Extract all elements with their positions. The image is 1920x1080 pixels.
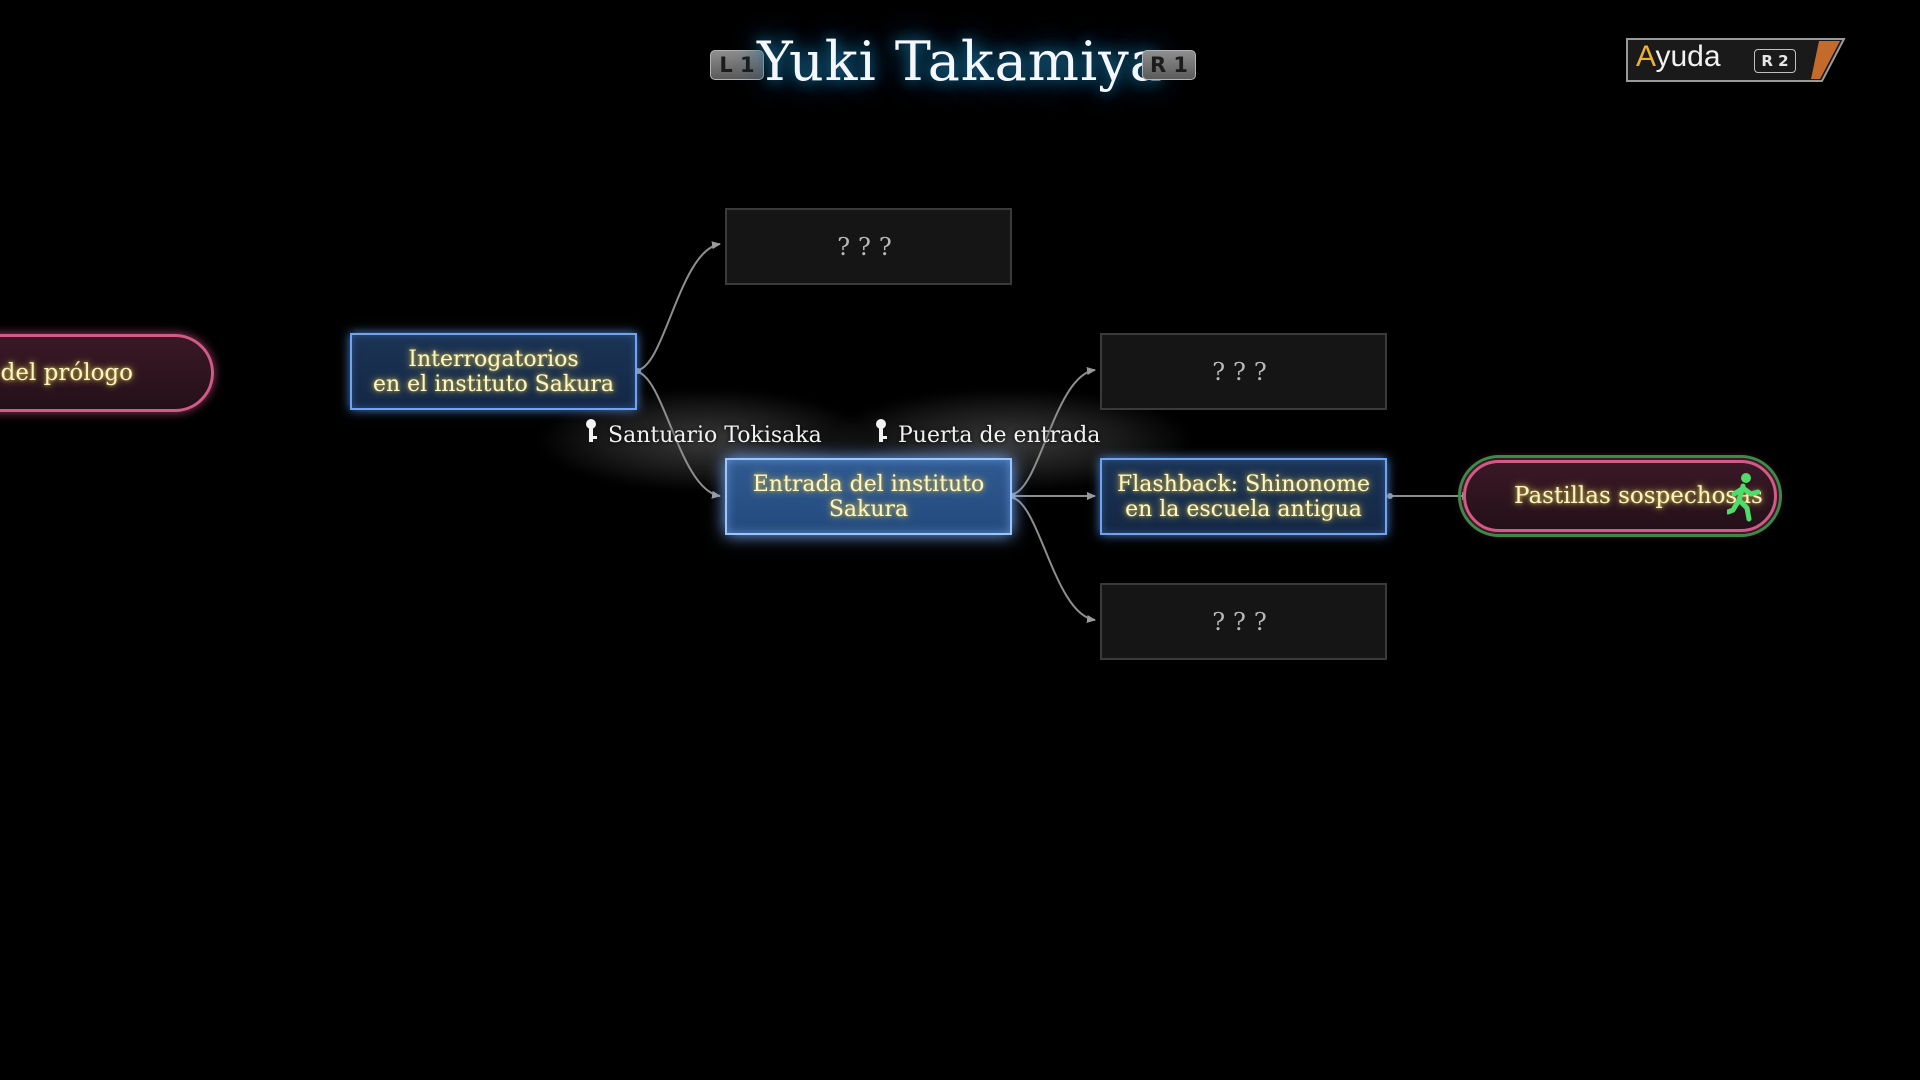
- running-figure-icon: [1727, 473, 1761, 522]
- help-button[interactable]: Ayuda R 2: [1626, 38, 1846, 82]
- edge-entrada-to-locked-bottom: [1012, 497, 1096, 623]
- scene-node-flashback[interactable]: Flashback: Shinonome en la escuela antig…: [1100, 458, 1387, 535]
- key-pin-icon: [876, 419, 887, 442]
- locked-scene-node-bottom[interactable]: ???: [1100, 583, 1387, 660]
- locked-node-label: ???: [837, 232, 900, 261]
- chapter-node-prologue-end[interactable]: n del prólogo: [0, 334, 214, 412]
- scene-node-label: Entrada del instituto Sakura: [752, 471, 985, 522]
- help-key-badge: R 2: [1754, 49, 1796, 73]
- scene-node-entrada[interactable]: Entrada del instituto Sakura: [725, 458, 1012, 535]
- chapter-node-pastillas[interactable]: Pastillas sospechosas: [1458, 455, 1782, 537]
- locked-node-label: ???: [1212, 607, 1275, 636]
- scene-node-label: Interrogatorios en el instituto Sakura: [372, 346, 614, 397]
- edge-interrogatorios-to-locked-top: [637, 241, 721, 371]
- locked-scene-node-top[interactable]: ???: [725, 208, 1012, 285]
- edge-joint: [1387, 493, 1393, 499]
- edge-entrada-to-locked-middle: [1012, 367, 1096, 495]
- character-title: Yuki Takamiya: [756, 30, 1163, 93]
- prev-character-button[interactable]: L 1: [710, 50, 764, 80]
- help-label: Ayuda: [1636, 40, 1721, 73]
- key-pin-icon: [586, 419, 597, 442]
- scene-node-interrogatorios[interactable]: Interrogatorios en el instituto Sakura: [350, 333, 637, 410]
- location-label-santuario: Santuario Tokisaka: [584, 418, 822, 448]
- edge-interrogatorios-to-entrada: [637, 371, 721, 499]
- next-character-button[interactable]: R 1: [1142, 50, 1196, 80]
- scene-node-label: Flashback: Shinonome en la escuela antig…: [1116, 471, 1371, 522]
- location-label-puerta: Puerta de entrada: [874, 418, 1100, 448]
- chapter-node-label: n del prólogo: [0, 360, 133, 386]
- chapter-node-label: Pastillas sospechosas: [1514, 483, 1763, 509]
- locked-scene-node-middle[interactable]: ???: [1100, 333, 1387, 410]
- locked-node-label: ???: [1212, 357, 1275, 386]
